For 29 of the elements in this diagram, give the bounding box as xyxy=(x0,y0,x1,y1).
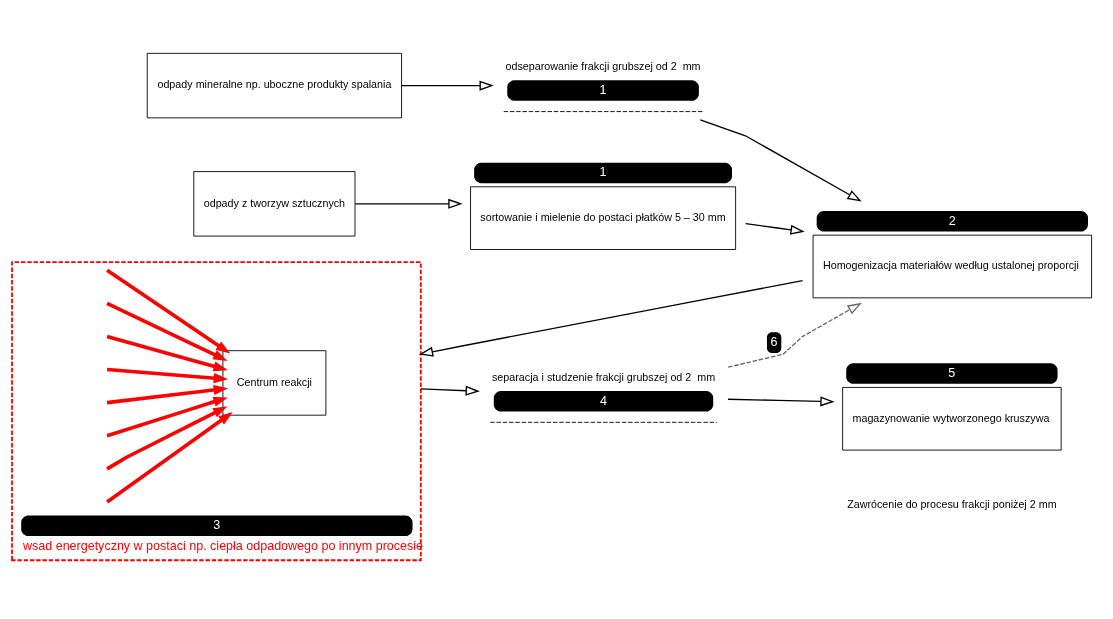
node-box: odpady mineralne np. uboczne produkty spalania xyxy=(146,52,402,119)
arrow xyxy=(106,406,233,504)
node-label: 3 xyxy=(213,518,221,533)
arrow xyxy=(727,396,835,407)
arrow xyxy=(420,385,480,396)
arrow xyxy=(106,406,233,471)
arrow xyxy=(354,198,463,209)
arrow xyxy=(699,119,862,202)
arrow xyxy=(106,334,228,372)
arrow xyxy=(401,80,494,91)
node-label: wsad energetyczny w postaci np. ciepła odpadowego po innym procesie xyxy=(22,538,424,553)
node-box: odpady z tworzyw sztucznych xyxy=(193,171,356,237)
arrow xyxy=(727,302,862,368)
arrow xyxy=(106,385,228,405)
node-label: separacja i studzenie frakcji grubszej od 2 mm xyxy=(492,370,716,383)
arrow xyxy=(418,279,804,357)
label: Zawrócenie do procesu frakcji poniżej 2 mm xyxy=(847,497,1057,510)
node-label: 5 xyxy=(948,365,956,380)
edge-label: 6 xyxy=(770,334,778,349)
cluster xyxy=(11,261,422,562)
arrow xyxy=(106,301,231,361)
arrow xyxy=(106,367,228,384)
node-label: 2 xyxy=(948,213,956,228)
node-label: 1 xyxy=(599,165,607,180)
arrow xyxy=(106,397,228,438)
node-label: odseparowanie frakcji grubszej od 2 mm xyxy=(505,60,701,73)
arrow xyxy=(744,222,805,235)
arrow xyxy=(106,268,231,354)
node-box: Centrum reakcji xyxy=(222,350,327,416)
